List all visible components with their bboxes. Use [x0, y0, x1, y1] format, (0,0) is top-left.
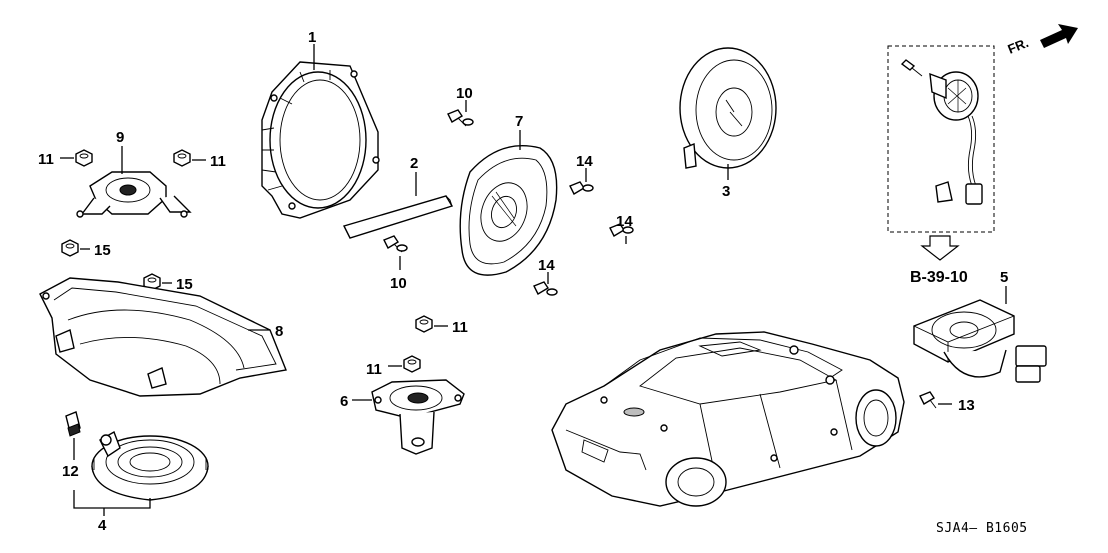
- callout-11-right: 11: [210, 153, 226, 170]
- callout-1: 1: [308, 29, 316, 46]
- oval-speaker-part-7: [459, 145, 558, 276]
- vehicle-icon: [551, 331, 905, 507]
- callout-12: 12: [62, 463, 79, 480]
- callout-4: 4: [98, 517, 107, 534]
- speaker-bracket-part-1: [261, 61, 380, 219]
- square-speaker-part-5: [913, 299, 1047, 383]
- callout-2: 2: [410, 155, 418, 172]
- arrow-icon: [1040, 24, 1078, 48]
- callout-11-left: 11: [38, 151, 54, 168]
- callout-3: 3: [722, 183, 730, 200]
- tweeter-bracket-part-9: [76, 171, 192, 218]
- callout-6: 6: [340, 393, 348, 410]
- woofer-part-4: [91, 430, 209, 501]
- small-speaker-part-6: [371, 379, 465, 455]
- callout-8: 8: [275, 323, 283, 340]
- callout-10-lower: 10: [390, 275, 407, 292]
- screw-icon: [447, 109, 474, 127]
- foam-strip-part-2: [342, 195, 454, 239]
- callout-7: 7: [515, 113, 523, 130]
- callout-10-upper: 10: [456, 85, 473, 102]
- callout-15-lower: 15: [176, 276, 193, 293]
- callout-13: 13: [958, 397, 975, 414]
- screw-icon: [569, 181, 594, 195]
- callout-11-lower: 11: [366, 361, 382, 378]
- nut-icon: [75, 149, 93, 167]
- arrow-icon: [920, 235, 960, 261]
- nut-icon: [415, 315, 433, 333]
- screw-icon: [533, 281, 558, 296]
- callout-15-upper: 15: [94, 242, 111, 259]
- callout-11-center: 11: [452, 319, 468, 336]
- callout-5: 5: [1000, 269, 1008, 286]
- nut-icon: [61, 239, 79, 257]
- speaker-box-part-8: [39, 277, 287, 397]
- screw-icon: [609, 223, 634, 237]
- screw-icon: [919, 391, 937, 409]
- callout-14-c: 14: [538, 257, 555, 274]
- front-direction-indicator: FR.: [1006, 24, 1078, 57]
- direction-label: FR.: [1006, 35, 1031, 57]
- clip-part-12: [65, 411, 81, 437]
- callout-14-a: 14: [576, 153, 593, 170]
- reference-label: B-39-10: [910, 269, 968, 286]
- callout-9: 9: [116, 129, 124, 146]
- round-speaker-part-3: [679, 47, 777, 169]
- callout-14-b: 14: [616, 213, 633, 230]
- tweeter-assembly-box: [887, 45, 995, 233]
- nut-icon: [173, 149, 191, 167]
- nut-icon: [403, 355, 421, 373]
- diagram-code: SJA4– B1605: [936, 521, 1028, 536]
- screw-icon: [383, 235, 408, 253]
